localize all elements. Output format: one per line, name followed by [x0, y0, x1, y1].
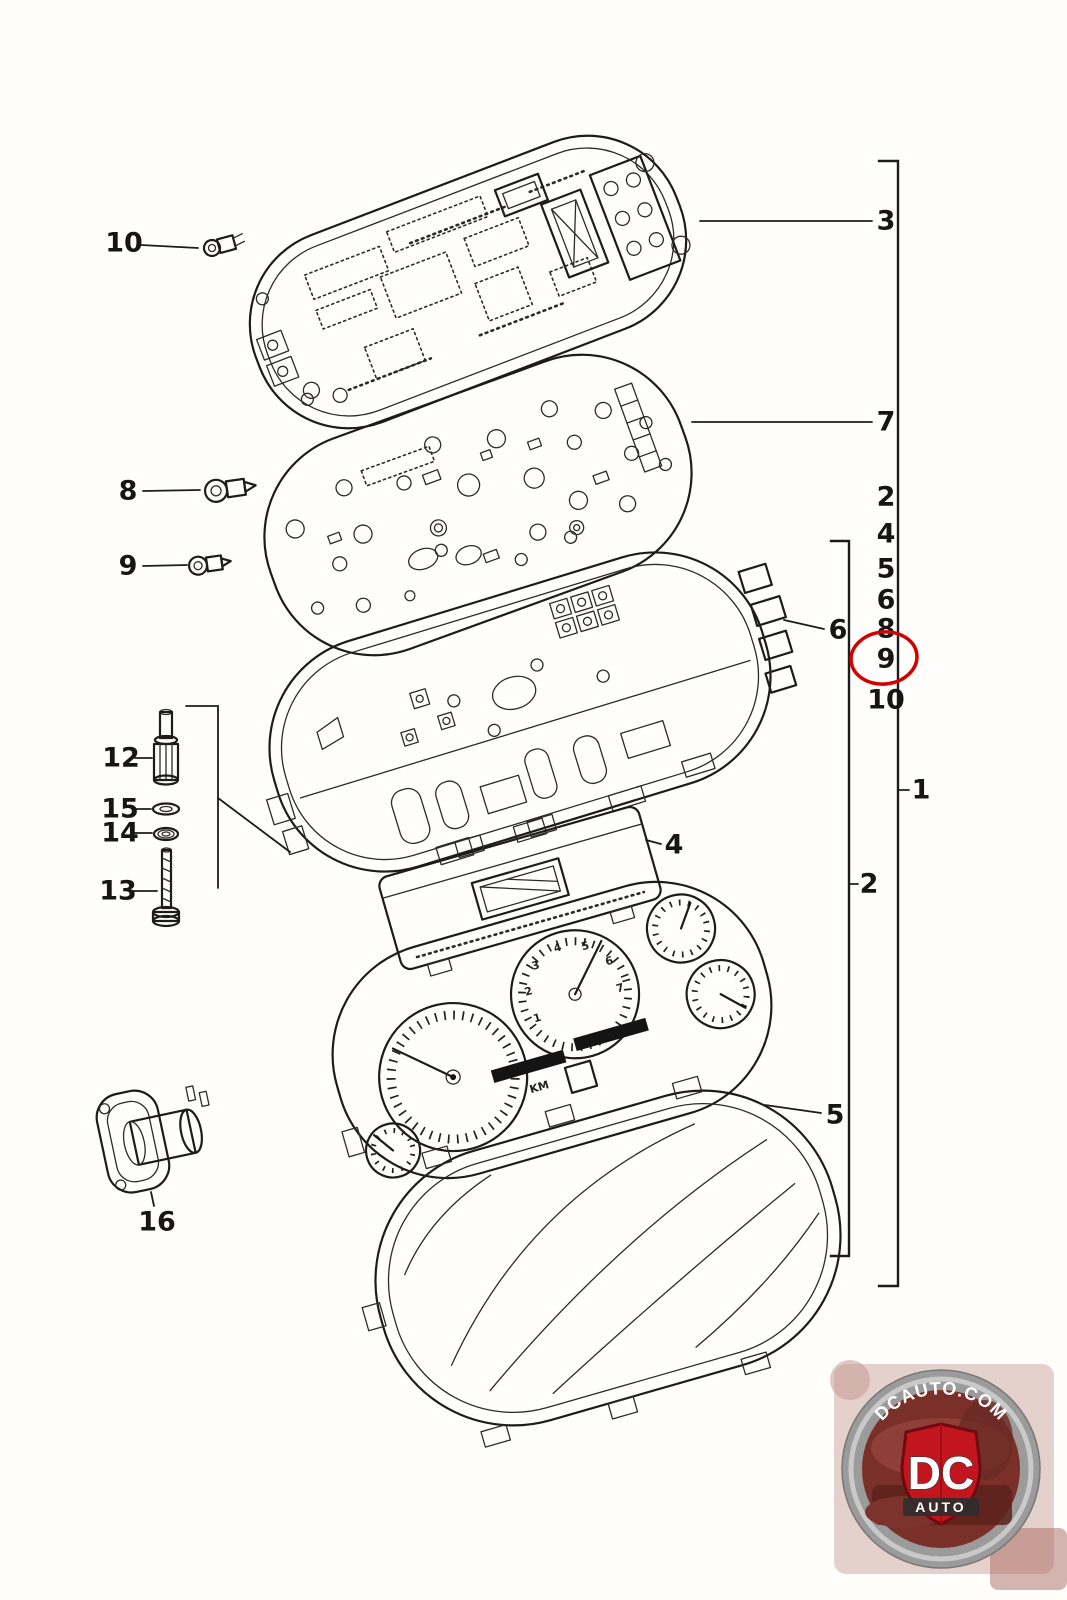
callout-6-label: 6	[829, 615, 848, 646]
callout-15-label: 15	[101, 794, 139, 825]
column-number-6: 6	[877, 585, 896, 616]
tach-digit-3: 3	[530, 958, 541, 973]
column-number-10: 10	[867, 685, 905, 716]
column-number-4: 4	[877, 519, 896, 550]
tach-digit-1: 1	[532, 1011, 543, 1026]
washer-part-14-drawing	[152, 826, 180, 842]
leader-line-5	[764, 1104, 822, 1114]
column-number-8: 8	[877, 614, 896, 645]
logo-auto-text: AUTO	[915, 1499, 966, 1515]
group-1-label: 1	[912, 775, 931, 806]
reset-knob-part-12-drawing	[152, 708, 180, 786]
column-number-2: 2	[877, 482, 896, 513]
tach-digit-6: 6	[604, 954, 615, 969]
callout-13-label: 13	[99, 876, 137, 907]
bulb-holder-part-16-drawing	[95, 1085, 210, 1194]
leader-line-8	[142, 489, 201, 492]
gasket-foil-drawing	[263, 353, 693, 657]
logo-dc-text: DC	[908, 1447, 974, 1499]
dcauto-logo: DCAUTO.COM DC AUTO	[830, 1360, 1067, 1590]
inner-group-bracket	[829, 539, 851, 1258]
callout-8-label: 8	[119, 476, 138, 507]
small-parts-bracket	[185, 705, 219, 889]
pcb-housing-drawing	[248, 134, 691, 430]
grouping-brackets	[829, 159, 910, 1288]
callout-5-label: 5	[826, 1100, 845, 1131]
group-2-label: 2	[860, 869, 879, 900]
bulb-part-9-drawing	[187, 554, 232, 576]
leader-line-6	[783, 619, 825, 630]
screw-part-13-drawing	[151, 847, 181, 928]
part-number-labels: 10 8 9 12 15 14 13 16 3 7 6 4 5 1 2	[99, 206, 930, 1238]
cluster-housing-drawing	[265, 551, 798, 873]
display-module-drawing	[378, 805, 662, 977]
washer-part-15-drawing	[151, 802, 181, 816]
bulb-part-10-drawing	[202, 233, 246, 258]
column-number-5: 5	[877, 554, 896, 585]
callout-3-label: 3	[877, 206, 896, 237]
tach-digit-5: 5	[580, 939, 591, 954]
km-label: KM	[528, 1078, 550, 1096]
leader-line-9	[142, 564, 188, 567]
tach-digit-2: 2	[523, 984, 534, 999]
callout-7-label: 7	[877, 407, 896, 438]
leader-lines	[132, 220, 873, 1207]
small-parts-bracket-diagonal	[217, 797, 291, 853]
outer-group-bracket	[877, 159, 900, 1288]
callout-12-label: 12	[102, 743, 140, 774]
callout-10-label: 10	[105, 228, 143, 259]
callout-16-label: 16	[138, 1207, 176, 1238]
callout-14-label: 14	[101, 818, 139, 849]
column-number-9-highlighted: 9	[877, 644, 896, 675]
tach-digit-7: 7	[615, 981, 626, 996]
gauge-faceplate-drawing: 1 2 3 4 5 6 7 KM	[331, 880, 773, 1180]
leader-line-4	[645, 839, 662, 845]
callout-4-label: 4	[665, 830, 684, 861]
leader-line-10	[140, 244, 199, 249]
lens-cover-drawing	[361, 1075, 842, 1448]
leader-line-16	[150, 1191, 155, 1207]
callout-9-label: 9	[119, 551, 138, 582]
tach-digit-4: 4	[552, 940, 563, 955]
red-highlight-circle	[849, 630, 919, 686]
right-reference-column: 2 4 5 6 8 9 10	[849, 482, 919, 716]
bulb-socket-part-8-drawing	[203, 477, 257, 503]
